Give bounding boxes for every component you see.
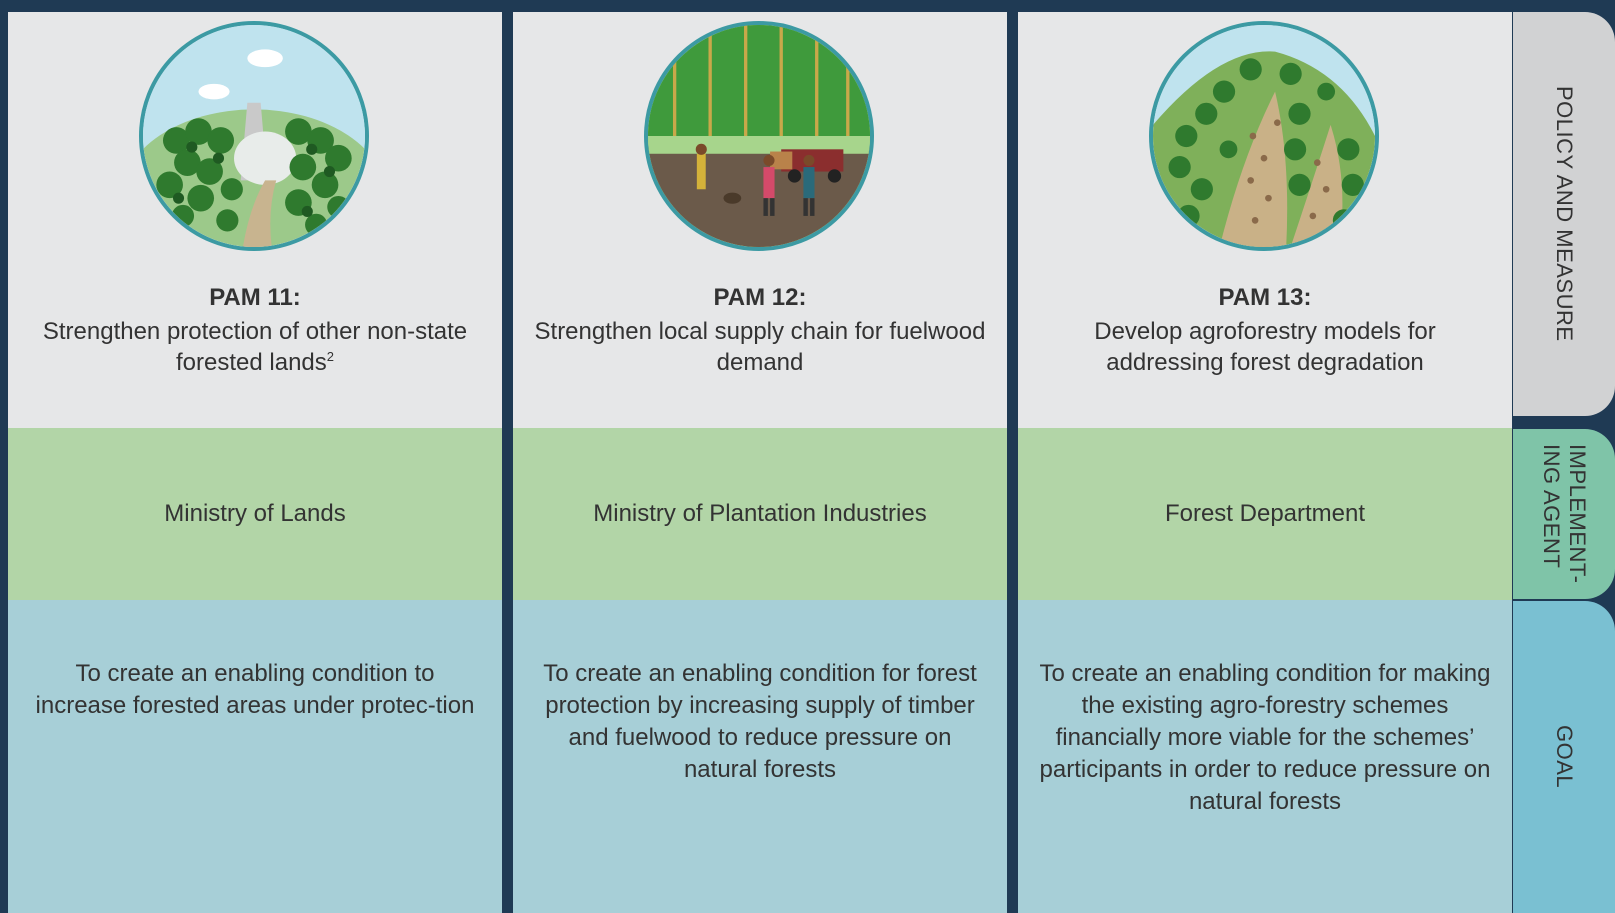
pam-title: Develop agroforestry models for addressi… [1094,318,1436,376]
policy-measure-cell: PAM 11: Strengthen protection of other n… [8,12,502,428]
goal-cell: To create an enabling condition to incre… [8,600,502,913]
pam-title-text: Strengthen protection of other non-state… [42,318,468,376]
agroforestry-hill-icon [1149,21,1379,251]
pam-title: Strengthen protection of other non-state… [26,316,484,378]
agent-name: Forest Department [1164,500,1366,527]
agent-name: Ministry of Lands [164,500,346,527]
tab-goal: GOAL [1513,601,1615,913]
goal-cell: To create an enabling condition for maki… [1018,600,1512,913]
pam-column-11: PAM 11: Strengthen protection of other n… [8,12,502,913]
implementing-agent-cell: Ministry of Lands [8,428,502,600]
fuelwood-supply-icon [644,21,874,251]
goal-text: To create an enabling condition for maki… [1039,660,1491,815]
implementing-agent-cell: Forest Department [1018,428,1512,600]
pam-title: Strengthen local supply chain for fuelwo… [534,318,986,376]
footnote-marker: 2 [326,349,334,364]
goal-cell: To create an enabling condition for fore… [513,600,1007,913]
forest-reserve-icon [139,21,369,251]
pam-code: PAM 12: [713,284,807,311]
tab-policy-and-measure: POLICY AND MEASURE [1513,12,1615,416]
goal-text: To create an enabling condition for fore… [543,660,977,783]
tab-implementing-agent-label: IMPLEMENT-ING AGENT [1538,444,1590,583]
policy-measure-cell: PAM 12: Strengthen local supply chain fo… [513,12,1007,428]
tab-goal-label: GOAL [1552,725,1577,789]
implementing-agent-cell: Ministry of Plantation Industries [513,428,1007,600]
policy-measure-cell: PAM 13: Develop agroforestry models for … [1018,12,1512,428]
agent-name: Ministry of Plantation Industries [593,500,927,527]
tab-agent-line1: IMPLEMENT- [1565,444,1590,584]
goal-text: To create an enabling condition to incre… [35,660,475,719]
tab-policy-and-measure-label: POLICY AND MEASURE [1552,86,1577,342]
pam-column-13: PAM 13: Develop agroforestry models for … [1018,12,1512,913]
pam-code: PAM 13: [1218,284,1312,311]
pam-column-12: PAM 12: Strengthen local supply chain fo… [513,12,1007,913]
tab-agent-line2: ING AGENT [1539,444,1564,569]
pam-code: PAM 11: [209,284,301,311]
tab-implementing-agent: IMPLEMENT-ING AGENT [1513,429,1615,599]
